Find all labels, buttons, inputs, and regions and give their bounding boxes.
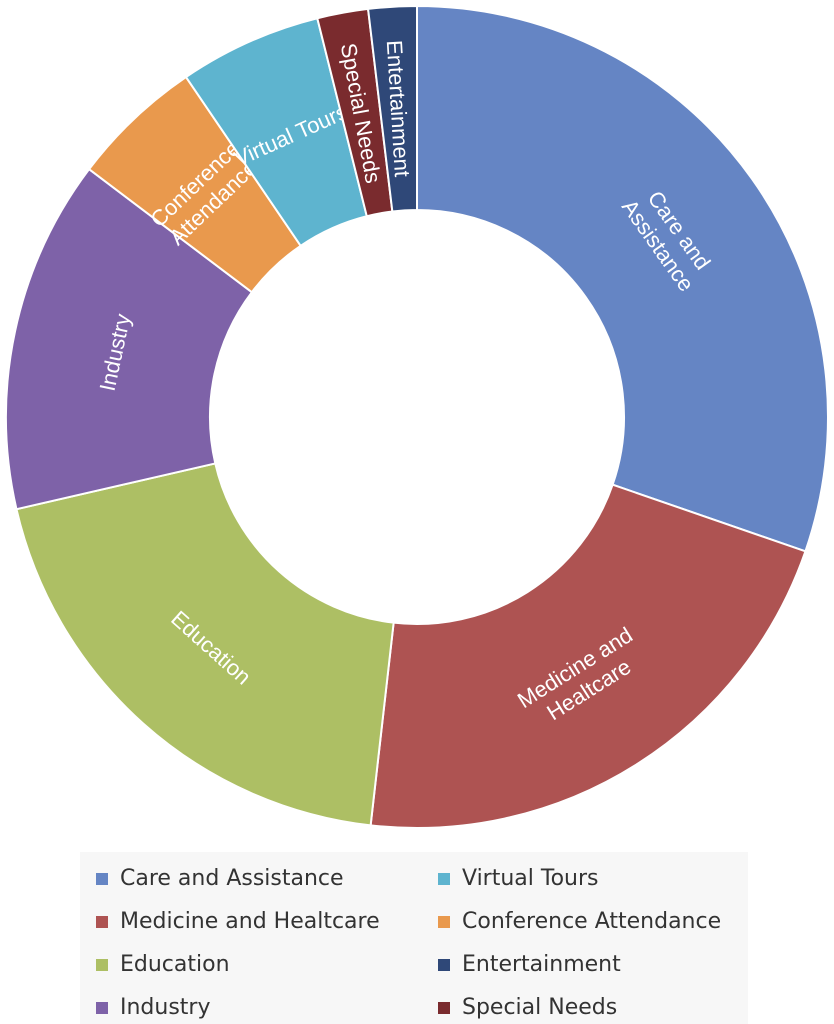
legend-item-special-needs: Special Needs bbox=[438, 995, 617, 1020]
legend-label: Entertainment bbox=[462, 952, 621, 977]
legend-label: Education bbox=[120, 952, 230, 977]
slice-care-and-assistance bbox=[416, 4, 829, 553]
legend-label: Special Needs bbox=[462, 995, 618, 1020]
legend-swatch bbox=[96, 872, 108, 885]
legend-item-entertainment: Entertainment bbox=[438, 952, 621, 977]
legend-swatch bbox=[438, 958, 450, 971]
legend-item-conference-attendance: Conference Attendance bbox=[438, 909, 721, 934]
slice-medicine-and-healtcare bbox=[369, 483, 807, 829]
slice-education bbox=[15, 462, 395, 827]
legend-swatch bbox=[438, 915, 450, 928]
legend-label: Virtual Tours bbox=[462, 866, 599, 891]
legend-item-medicine-and-healtcare: Medicine and Healtcare bbox=[96, 909, 380, 934]
slice-entertainment bbox=[366, 4, 418, 213]
legend-label: Medicine and Healtcare bbox=[120, 909, 380, 934]
slice-industry bbox=[5, 167, 254, 511]
legend-label: Care and Assistance bbox=[120, 866, 344, 891]
legend-swatch bbox=[96, 958, 108, 971]
legend-item-education: Education bbox=[96, 952, 230, 977]
legend-item-industry: Industry bbox=[96, 995, 211, 1020]
legend: Care and Assistance Medicine and Healtca… bbox=[80, 852, 748, 1024]
legend-item-care-and-assistance: Care and Assistance bbox=[96, 866, 344, 891]
legend-swatch bbox=[438, 1001, 450, 1014]
legend-label: Industry bbox=[120, 995, 211, 1020]
legend-label: Conference Attendance bbox=[462, 909, 722, 934]
legend-swatch bbox=[96, 1001, 108, 1014]
legend-swatch bbox=[96, 915, 108, 928]
legend-item-virtual-tours: Virtual Tours bbox=[438, 866, 599, 891]
legend-swatch bbox=[438, 872, 450, 885]
